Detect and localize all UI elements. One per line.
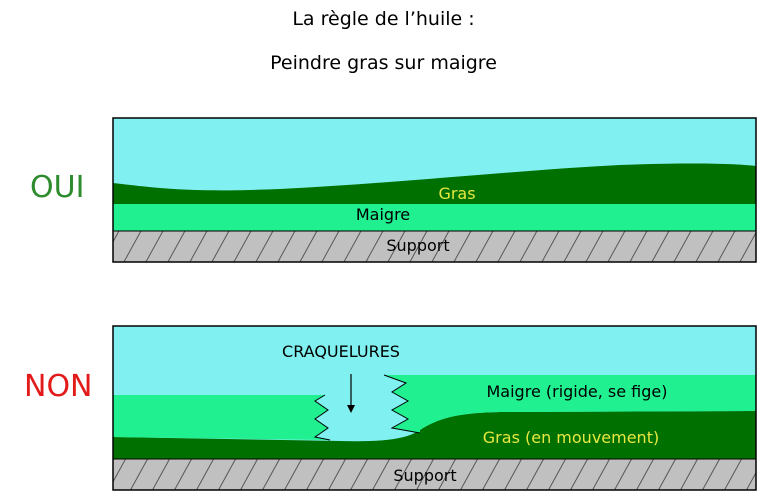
oui-support-label: Support xyxy=(386,236,449,255)
non-label: NON xyxy=(24,369,93,404)
oui-panel: Gras Maigre Support xyxy=(112,117,757,263)
non-gras-label: Gras (en mouvement) xyxy=(483,428,659,447)
non-crack-arrowhead xyxy=(347,405,355,413)
oui-support-layer xyxy=(113,231,756,262)
oui-frame xyxy=(112,117,757,263)
title-line-2: Peindre gras sur maigre xyxy=(270,52,497,74)
non-support-label: Support xyxy=(393,466,456,485)
non-crack-left xyxy=(313,394,331,441)
oui-gras-layer xyxy=(113,163,756,204)
title-line-1: La règle de l’huile : xyxy=(292,8,475,30)
oui-label: OUI xyxy=(30,170,85,205)
oui-maigre-layer xyxy=(113,204,756,231)
non-maigre-right xyxy=(384,375,756,433)
oui-gras-label: Gras xyxy=(438,184,475,203)
non-panel: CRAQUELURES Maigre (rigide, se fige) Gra… xyxy=(112,325,757,491)
non-gras-layer xyxy=(113,411,756,459)
oui-maigre-label: Maigre xyxy=(356,205,410,224)
non-support-layer xyxy=(113,459,756,490)
non-frame xyxy=(112,325,757,491)
non-maigre-label: Maigre (rigide, se fige) xyxy=(487,382,668,401)
non-maigre-left xyxy=(113,395,330,440)
non-craquelures-label: CRAQUELURES xyxy=(282,342,400,361)
non-crack-right xyxy=(383,374,421,434)
